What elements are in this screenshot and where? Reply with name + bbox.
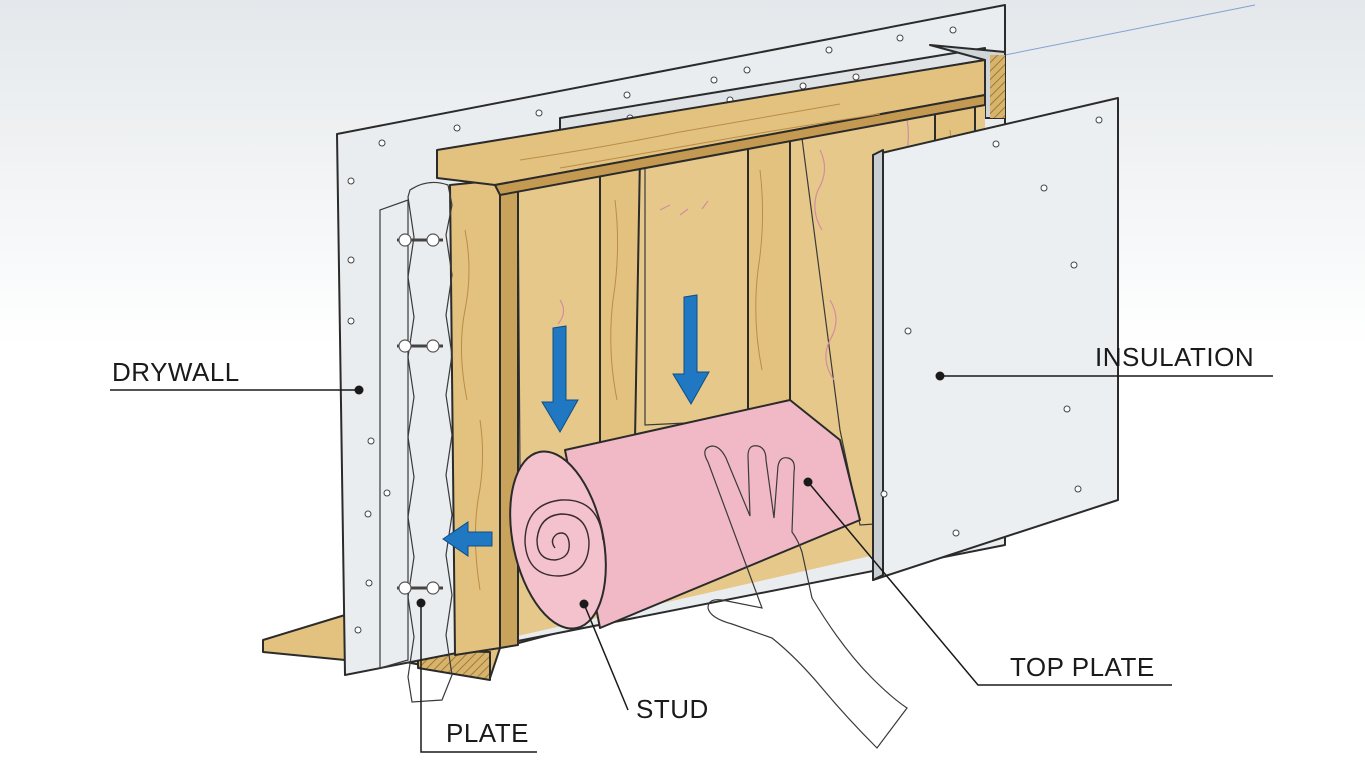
drywall-screws-back: [347, 26, 957, 634]
insulation-roll-spiral: [524, 499, 604, 577]
callout-drywall: DRYWALL: [110, 357, 364, 395]
callout-stud: STUD: [579, 599, 709, 724]
guide-line: [1004, 4, 1256, 56]
top-plate-grain: [519, 103, 881, 169]
vapor-barrier: [379, 199, 409, 669]
hand-illustration: [704, 445, 908, 749]
arrow-icon-left: [442, 521, 493, 557]
label-plate: PLATE: [446, 718, 529, 748]
label-stud: STUD: [636, 694, 709, 724]
arrow-icon-down-right: [672, 294, 710, 405]
callout-plate: PLATE: [416, 598, 537, 753]
drywall-sheet-front-edge: [872, 149, 884, 581]
label-drywall: DRYWALL: [112, 357, 240, 387]
callout-top-plate: TOP PLATE: [803, 477, 1172, 686]
stud-3: [747, 125, 791, 421]
drywall-sheet-front: [872, 97, 1119, 581]
stud-1-face: [499, 177, 519, 649]
label-top-plate: TOP PLATE: [1010, 652, 1155, 682]
drywall-screws-front: [880, 116, 1103, 537]
stud-1: [449, 179, 501, 656]
arrow-icon-down-left: [541, 325, 579, 433]
edge-screws: [397, 233, 443, 595]
callout-insulation: INSULATION: [935, 342, 1273, 381]
top-plate-underside: [494, 94, 986, 196]
label-insulation: INSULATION: [1095, 342, 1254, 372]
stud-2: [599, 155, 641, 471]
top-track-hatch: [990, 55, 1005, 118]
